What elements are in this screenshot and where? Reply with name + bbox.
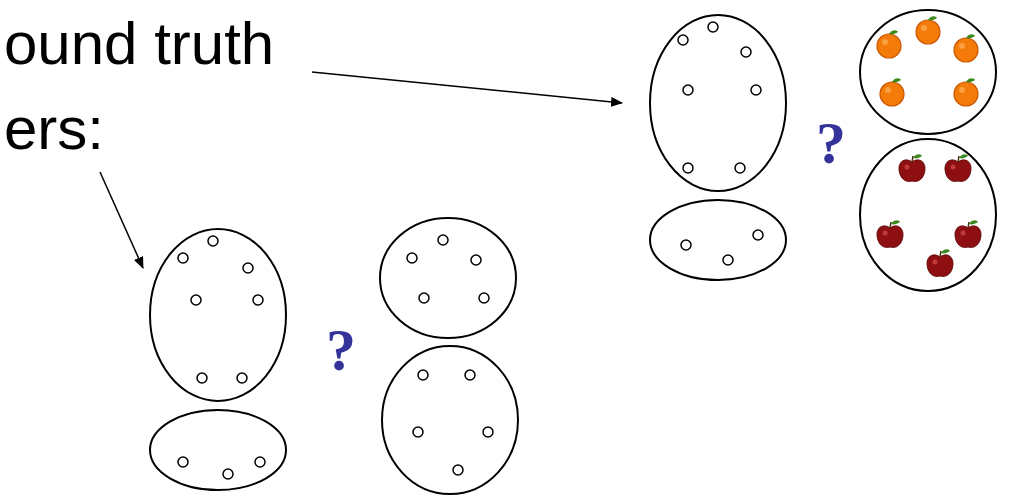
leader-arrow	[100, 172, 143, 268]
data-point	[741, 47, 751, 57]
data-point	[418, 370, 428, 380]
cluster-ellipse	[650, 200, 786, 280]
heading-text: ound truth	[4, 14, 274, 74]
data-point	[178, 457, 188, 467]
data-point	[253, 295, 263, 305]
data-point	[683, 85, 693, 95]
class-ellipse	[860, 139, 996, 291]
heading-text: ers:	[4, 99, 104, 159]
data-point	[197, 373, 207, 383]
data-point	[735, 163, 745, 173]
cluster-ellipse	[650, 15, 786, 191]
data-point	[471, 255, 481, 265]
orange-icon	[916, 16, 940, 44]
data-point	[465, 370, 475, 380]
orange-icon	[877, 30, 901, 58]
question-mark: ?	[816, 113, 846, 173]
cluster-ellipse	[382, 346, 518, 494]
leader-arrow	[312, 72, 622, 103]
data-point	[708, 22, 718, 32]
data-point	[681, 240, 691, 250]
data-point	[753, 230, 763, 240]
data-point	[483, 427, 493, 437]
data-point	[453, 465, 463, 475]
apple-icon	[945, 154, 971, 181]
class-ellipse	[860, 10, 996, 134]
cluster-ellipse	[150, 229, 286, 401]
data-point	[723, 255, 733, 265]
question-mark: ?	[326, 320, 356, 380]
data-point	[678, 35, 688, 45]
apple-icon	[955, 220, 981, 247]
data-point	[208, 236, 218, 246]
data-point	[419, 293, 429, 303]
data-point	[255, 457, 265, 467]
apple-icon	[877, 220, 903, 247]
data-point	[237, 373, 247, 383]
data-point	[751, 85, 761, 95]
orange-icon	[954, 34, 978, 62]
orange-icon	[880, 78, 904, 106]
data-point	[683, 163, 693, 173]
data-point	[413, 427, 423, 437]
data-point	[438, 235, 448, 245]
data-point	[191, 295, 201, 305]
data-point	[243, 263, 253, 273]
orange-icon	[954, 78, 978, 106]
apple-icon	[927, 249, 953, 276]
cluster-ellipse	[150, 410, 286, 490]
data-point	[223, 469, 233, 479]
data-point	[178, 253, 188, 263]
apple-icon	[899, 154, 925, 181]
data-point	[407, 253, 417, 263]
cluster-ellipse	[380, 218, 516, 338]
data-point	[479, 293, 489, 303]
